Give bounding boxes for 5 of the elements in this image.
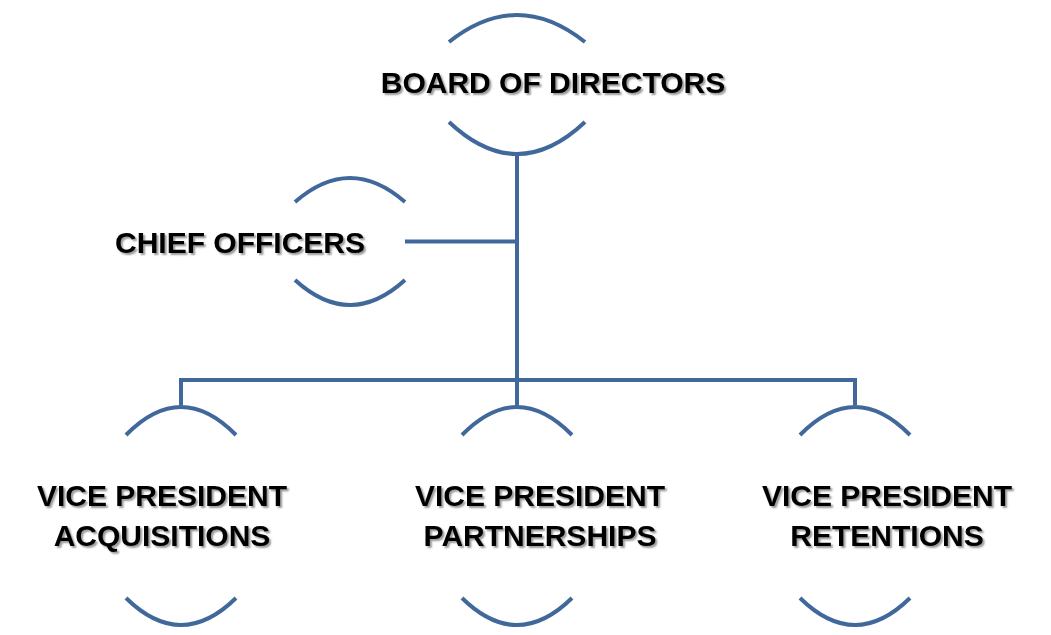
node-label: VICE PRESIDENT PARTNERSHIPS bbox=[413, 478, 667, 554]
node-label: VICE PRESIDENT ACQUISITIONS bbox=[35, 478, 289, 554]
node-label: CHIEF OFFICERS bbox=[114, 225, 366, 261]
node-label: VICE PRESIDENT RETENTIONS bbox=[760, 478, 1014, 554]
node-label: BOARD OF DIRECTORS bbox=[379, 65, 727, 101]
